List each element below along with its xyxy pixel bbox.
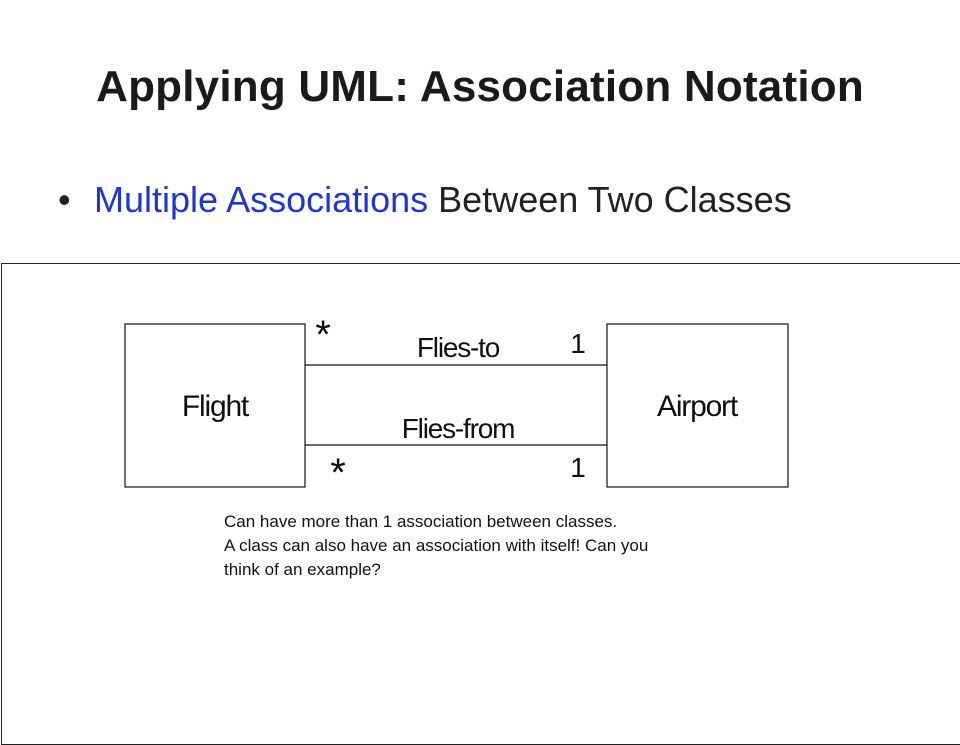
bullet-marker: • — [58, 179, 71, 220]
bullet-rest-text: Between Two Classes — [428, 179, 792, 220]
class-box-airport — [606, 323, 789, 488]
association-label-flies-to: Flies-to — [417, 332, 500, 363]
note-line: Can have more than 1 association between… — [224, 512, 618, 531]
diagram-note: Can have more than 1 association between… — [224, 510, 864, 582]
multiplicity-flies-from-flight: * — [330, 451, 346, 495]
bullet-highlight-text: Multiple Associations — [94, 179, 429, 220]
multiplicity-flies-to-airport: 1 — [570, 328, 586, 359]
bullet-text: Multiple Associations Between Two Classe… — [94, 178, 818, 222]
class-box-flight — [124, 323, 306, 488]
multiplicity-flies-to-flight: * — [315, 313, 331, 357]
association-label-flies-from: Flies-from — [402, 413, 514, 444]
slide-title: Applying UML: Association Notation — [96, 62, 864, 111]
bullet-point: • Multiple Associations Between Two Clas… — [58, 178, 818, 222]
multiplicity-flies-from-airport: 1 — [570, 452, 586, 483]
note-line: think of an example? — [224, 560, 381, 579]
class-name-flight: Flight — [182, 390, 250, 423]
note-line: A class can also have an association wit… — [224, 536, 649, 555]
class-name-airport: Airport — [657, 390, 739, 423]
uml-class-diagram: Flight Airport Flies-to * 1 Flies-from *… — [124, 313, 789, 495]
